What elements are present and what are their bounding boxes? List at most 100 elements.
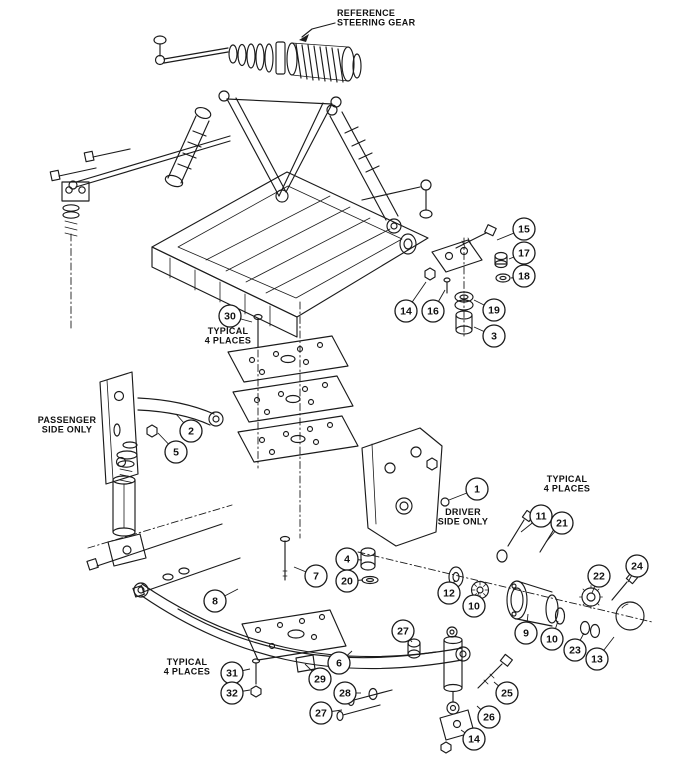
svg-text:2: 2 — [188, 426, 194, 438]
kingpin-left-art — [86, 475, 241, 598]
callout-5: 5 — [164, 440, 188, 464]
callout-27: 27 — [391, 619, 415, 643]
callout-22: 22 — [587, 564, 611, 588]
callout-21: 21 — [550, 511, 574, 535]
svg-text:11: 11 — [535, 511, 546, 523]
svg-text:24: 24 — [631, 561, 643, 573]
svg-text:3: 3 — [491, 331, 497, 343]
callout-16: 16 — [421, 299, 445, 323]
callout-4: 4 — [335, 547, 359, 571]
svg-text:4 PLACES: 4 PLACES — [205, 336, 251, 346]
callout-20: 20 — [335, 569, 359, 593]
svg-text:17: 17 — [518, 248, 530, 260]
svg-text:23: 23 — [569, 645, 581, 657]
svg-text:DRIVER: DRIVER — [445, 507, 481, 517]
svg-text:20: 20 — [341, 576, 353, 588]
center-bolts-art — [253, 301, 301, 581]
svg-text:REFERENCE: REFERENCE — [337, 8, 395, 18]
callout-11: 11 — [529, 504, 553, 528]
spring-plate-art — [241, 609, 347, 698]
svg-text:21: 21 — [556, 518, 568, 530]
callout-15: 15 — [512, 217, 536, 241]
steering-gear-art — [153, 22, 362, 83]
callout-14: 14 — [462, 727, 486, 751]
callout-12: 12 — [437, 581, 461, 605]
callout-24: 24 — [625, 554, 649, 578]
left-hardware-art — [49, 148, 131, 331]
svg-text:7: 7 — [313, 571, 319, 583]
callout-19: 19 — [482, 298, 506, 322]
svg-text:25: 25 — [501, 688, 513, 700]
callout-26: 26 — [477, 705, 501, 729]
svg-text:4 PLACES: 4 PLACES — [164, 667, 210, 677]
svg-text:22: 22 — [593, 571, 605, 583]
svg-text:27: 27 — [397, 626, 409, 638]
svg-text:26: 26 — [483, 712, 495, 724]
svg-text:19: 19 — [488, 305, 500, 317]
svg-text:15: 15 — [518, 224, 530, 236]
svg-text:32: 32 — [226, 688, 238, 700]
svg-text:10: 10 — [468, 601, 480, 613]
callout-2: 2 — [179, 419, 203, 443]
callout-13: 13 — [585, 647, 609, 671]
callout-8: 8 — [203, 589, 227, 613]
callout-3: 3 — [482, 324, 506, 348]
callout-18: 18 — [512, 264, 536, 288]
callout-9: 9 — [514, 621, 538, 645]
upper-right-hardware-art — [424, 224, 511, 337]
frame-art — [68, 90, 433, 338]
svg-text:28: 28 — [339, 688, 351, 700]
callout-1: 1 — [465, 477, 489, 501]
callout-30: 30 — [218, 304, 242, 328]
svg-text:STEERING GEAR: STEERING GEAR — [337, 18, 416, 28]
svg-text:4: 4 — [344, 554, 350, 566]
svg-text:TYPICAL: TYPICAL — [167, 657, 208, 667]
svg-text:9: 9 — [523, 628, 529, 640]
svg-text:13: 13 — [591, 654, 603, 666]
svg-text:27: 27 — [315, 708, 327, 720]
svg-text:SIDE ONLY: SIDE ONLY — [42, 425, 92, 435]
callout-10: 10 — [540, 627, 564, 651]
callout-32: 32 — [220, 681, 244, 705]
callout-14: 14 — [394, 299, 418, 323]
svg-text:31: 31 — [226, 668, 238, 680]
svg-text:5: 5 — [173, 447, 179, 459]
passenger-bracket-art — [99, 371, 224, 485]
svg-text:10: 10 — [546, 634, 558, 646]
svg-text:TYPICAL: TYPICAL — [208, 326, 249, 336]
callout-17: 17 — [512, 241, 536, 265]
svg-text:PASSENGER: PASSENGER — [38, 415, 97, 425]
callout-7: 7 — [304, 564, 328, 588]
callout-23: 23 — [563, 638, 587, 662]
callout-10: 10 — [462, 594, 486, 618]
svg-text:18: 18 — [518, 271, 530, 283]
svg-text:12: 12 — [443, 588, 455, 600]
callout-6: 6 — [327, 651, 351, 675]
svg-text:1: 1 — [474, 484, 480, 496]
callout-31: 31 — [220, 661, 244, 685]
svg-text:TYPICAL: TYPICAL — [547, 474, 588, 484]
svg-text:8: 8 — [212, 596, 218, 608]
svg-text:29: 29 — [314, 674, 326, 686]
callout-27: 27 — [309, 701, 333, 725]
shim-plates-art — [227, 335, 359, 463]
svg-text:14: 14 — [400, 306, 412, 318]
lower-shock-art — [336, 626, 513, 754]
svg-text:6: 6 — [336, 658, 342, 670]
driver-bracket-art — [361, 427, 450, 547]
svg-text:SIDE ONLY: SIDE ONLY — [438, 517, 488, 527]
callout-28: 28 — [333, 681, 357, 705]
callout-29: 29 — [308, 667, 332, 691]
svg-text:30: 30 — [224, 311, 236, 323]
svg-text:4 PLACES: 4 PLACES — [544, 484, 590, 494]
svg-text:16: 16 — [427, 306, 439, 318]
